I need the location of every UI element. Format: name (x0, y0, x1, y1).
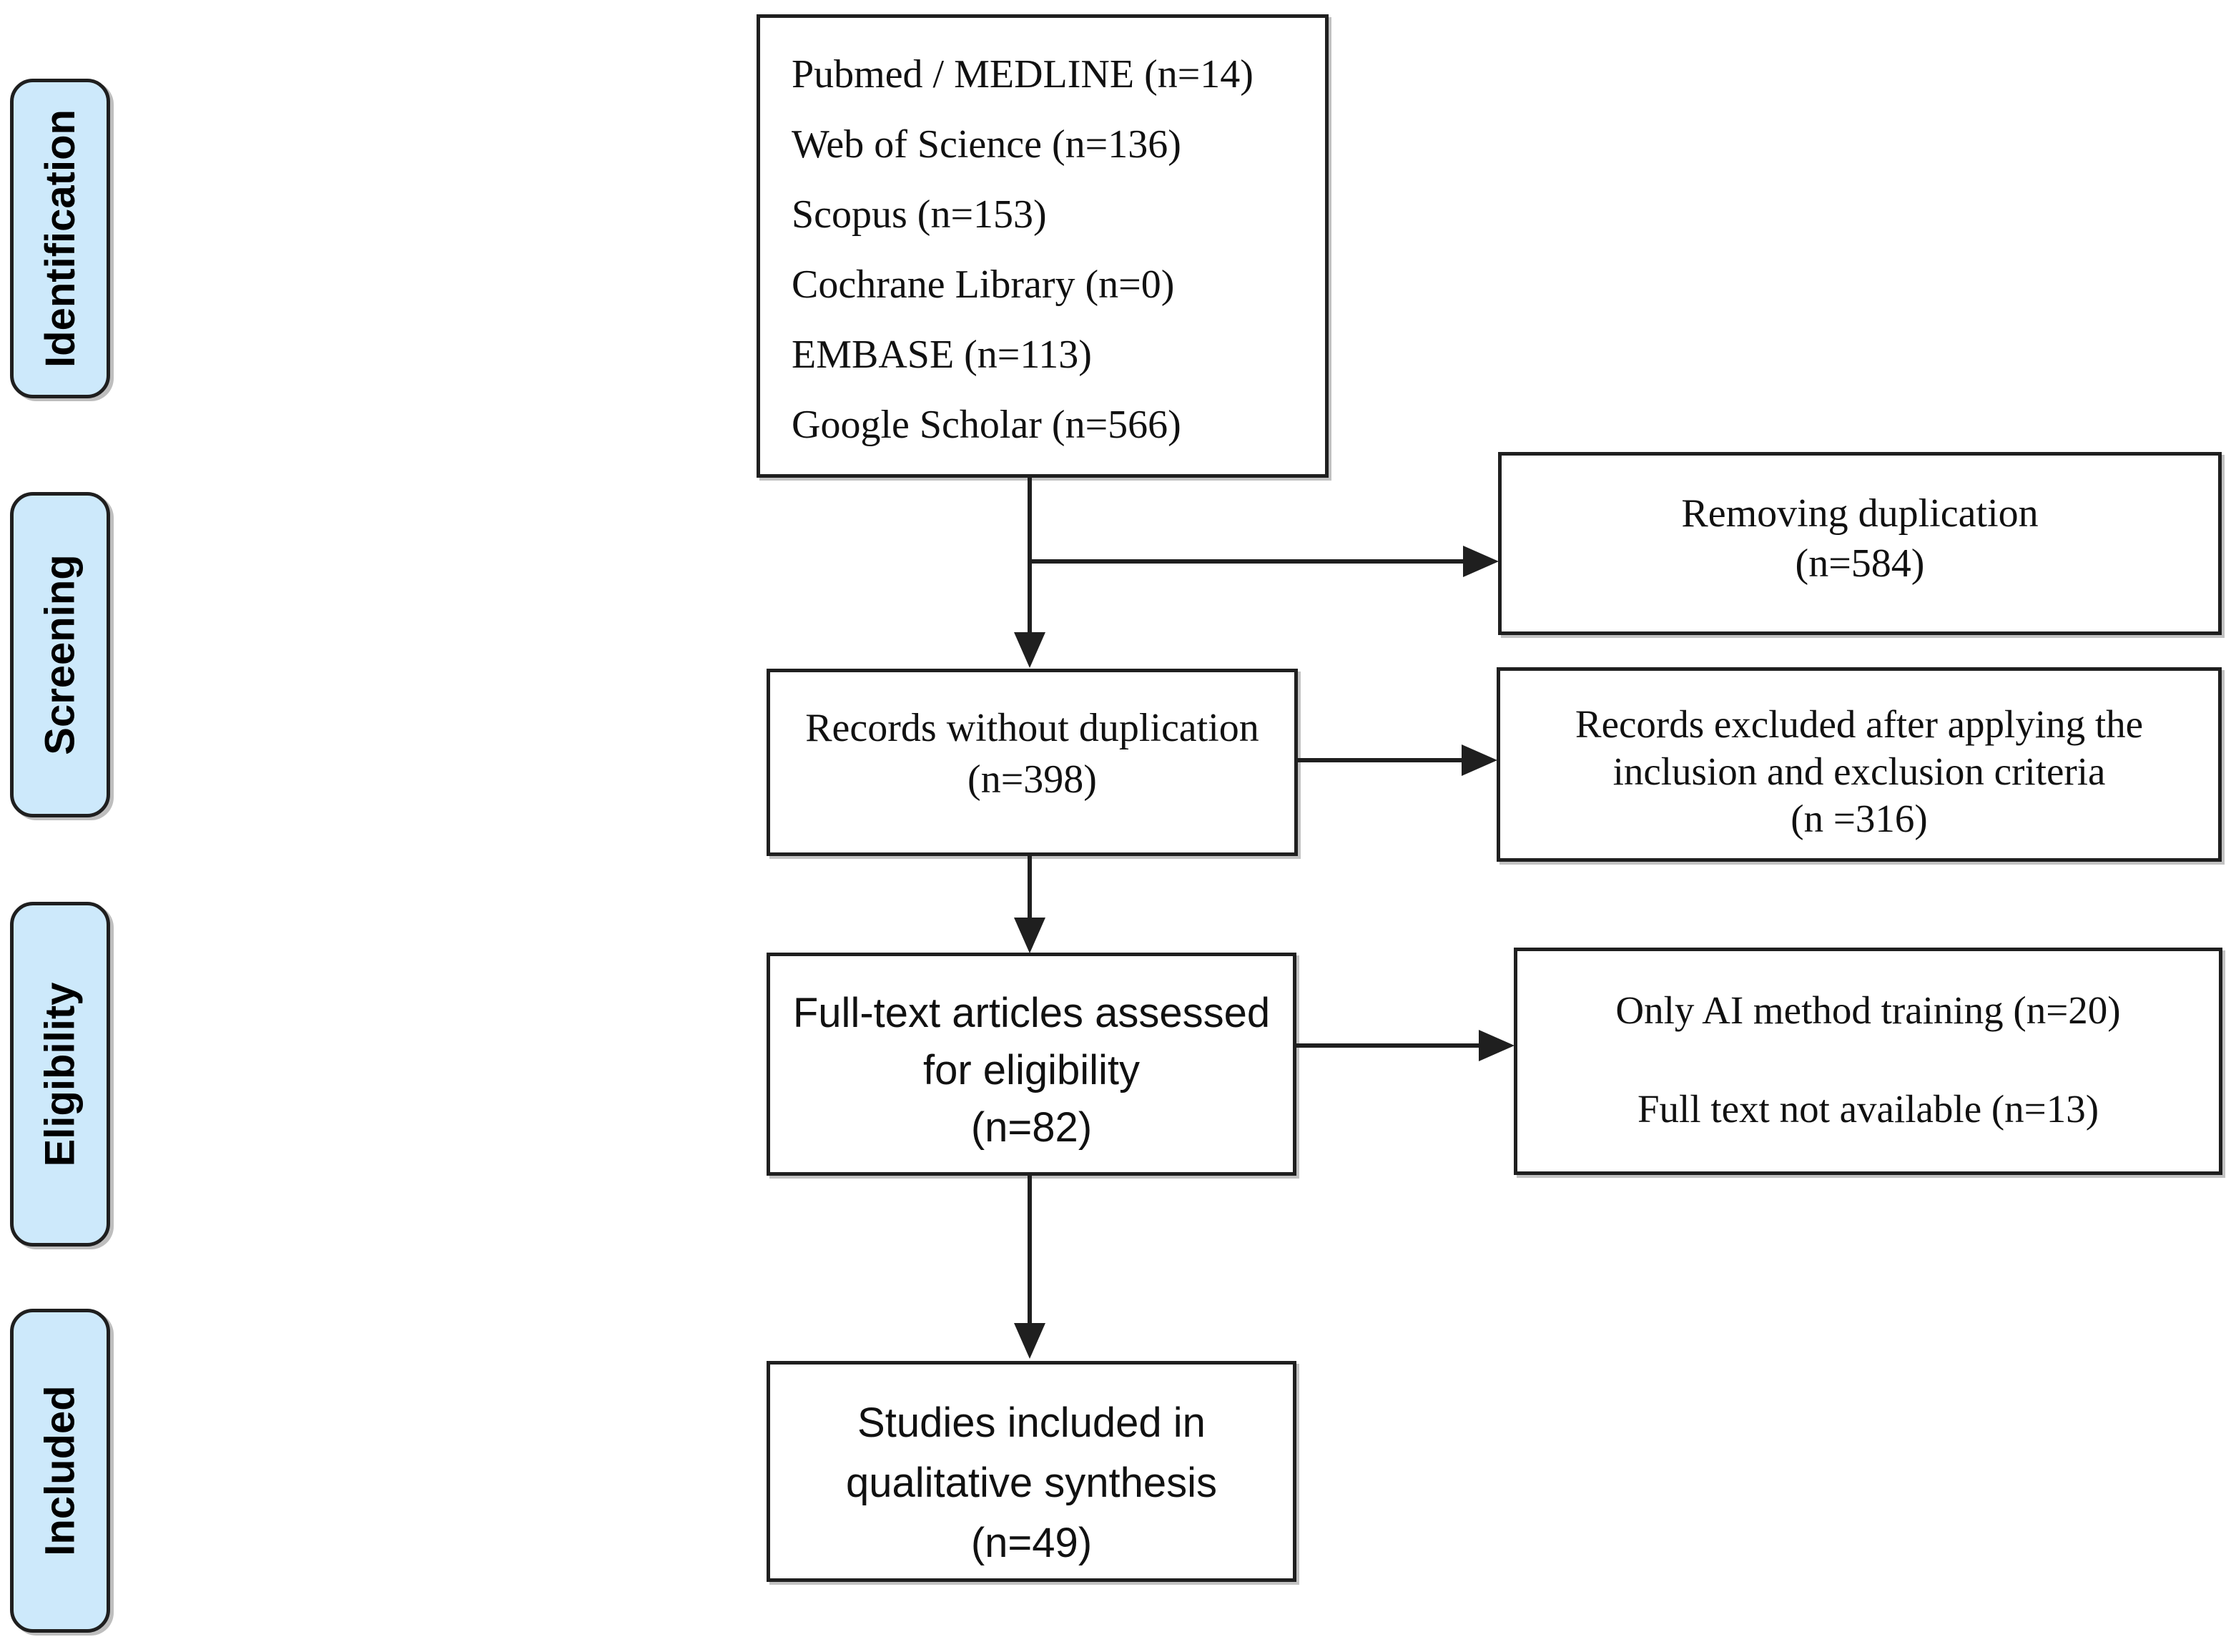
full-text-assessed-box: Full-text articles assessed for eligibil… (767, 953, 1296, 1176)
source-line-google-scholar: Google Scholar (n=566) (792, 403, 1181, 447)
source-line-scopus: Scopus (n=153) (792, 192, 1047, 237)
exclusion-reason-no-full-text: Full text not available (n=13) (1637, 1087, 2099, 1131)
arrow-down-icon (1014, 632, 1045, 668)
source-line-embase: EMBASE (n=113) (792, 333, 1092, 377)
full-text-assessed-count: (n=82) (970, 1104, 1093, 1151)
arrow-down-icon (1014, 918, 1045, 953)
studies-included-line1: Studies included in (857, 1400, 1206, 1446)
stage-label-eligibility: Eligibility (10, 902, 110, 1247)
stage-label-included: Included (10, 1309, 110, 1633)
studies-included-box: Studies included in qualitative synthesi… (767, 1361, 1296, 1582)
studies-included-line2: qualitative synthesis (845, 1460, 1218, 1506)
connector-branch-to-removing-duplication (1028, 559, 1465, 564)
connector-records-to-fulltext (1028, 856, 1032, 919)
records-without-duplication-text: Records without duplication (805, 706, 1259, 750)
connector-sources-to-records (1028, 476, 1032, 634)
records-excluded-box: Records excluded after applying the incl… (1497, 667, 2222, 862)
sources-box: Pubmed / MEDLINE (n=14) Web of Science (… (757, 14, 1329, 478)
source-line-web-of-science: Web of Science (n=136) (792, 122, 1181, 167)
arrow-right-icon (1479, 1030, 1515, 1061)
full-text-assessed-line1: Full-text articles assessed (792, 990, 1271, 1036)
connector-fulltext-to-reasons (1296, 1043, 1479, 1048)
records-excluded-text-line1: Records excluded after applying the (1575, 702, 2144, 746)
exclusion-reason-ai-training: Only AI method training (n=20) (1615, 988, 2121, 1032)
connector-records-to-excluded (1298, 758, 1462, 762)
arrow-down-icon (1014, 1323, 1045, 1359)
records-excluded-text-line2: inclusion and exclusion criteria (1612, 749, 2106, 793)
stage-label-identification: Identification (10, 79, 110, 398)
stage-label-identification-text: Identification (36, 109, 84, 368)
source-line-cochrane: Cochrane Library (n=0) (792, 262, 1175, 307)
exclusion-reasons-box: Only AI method training (n=20) Full text… (1514, 948, 2222, 1175)
removing-duplication-count: (n=584) (1795, 541, 1925, 586)
stage-label-screening-text: Screening (36, 554, 84, 755)
records-without-duplication-box: Records without duplication (n=398) (767, 669, 1298, 856)
full-text-assessed-line2: for eligibility (923, 1047, 1140, 1093)
removing-duplication-text: Removing duplication (1681, 491, 2039, 536)
source-line-pubmed: Pubmed / MEDLINE (n=14) (792, 52, 1254, 97)
stage-label-screening: Screening (10, 492, 110, 817)
connector-fulltext-to-studies (1028, 1176, 1032, 1324)
studies-included-count: (n=49) (970, 1520, 1093, 1566)
arrow-right-icon (1463, 546, 1499, 577)
records-excluded-count: (n =316) (1791, 797, 1928, 840)
arrow-right-icon (1462, 744, 1497, 776)
stage-label-eligibility-text: Eligibility (36, 982, 84, 1166)
removing-duplication-box: Removing duplication (n=584) (1498, 452, 2222, 635)
stage-label-included-text: Included (36, 1385, 84, 1556)
records-without-duplication-count: (n=398) (967, 757, 1097, 802)
